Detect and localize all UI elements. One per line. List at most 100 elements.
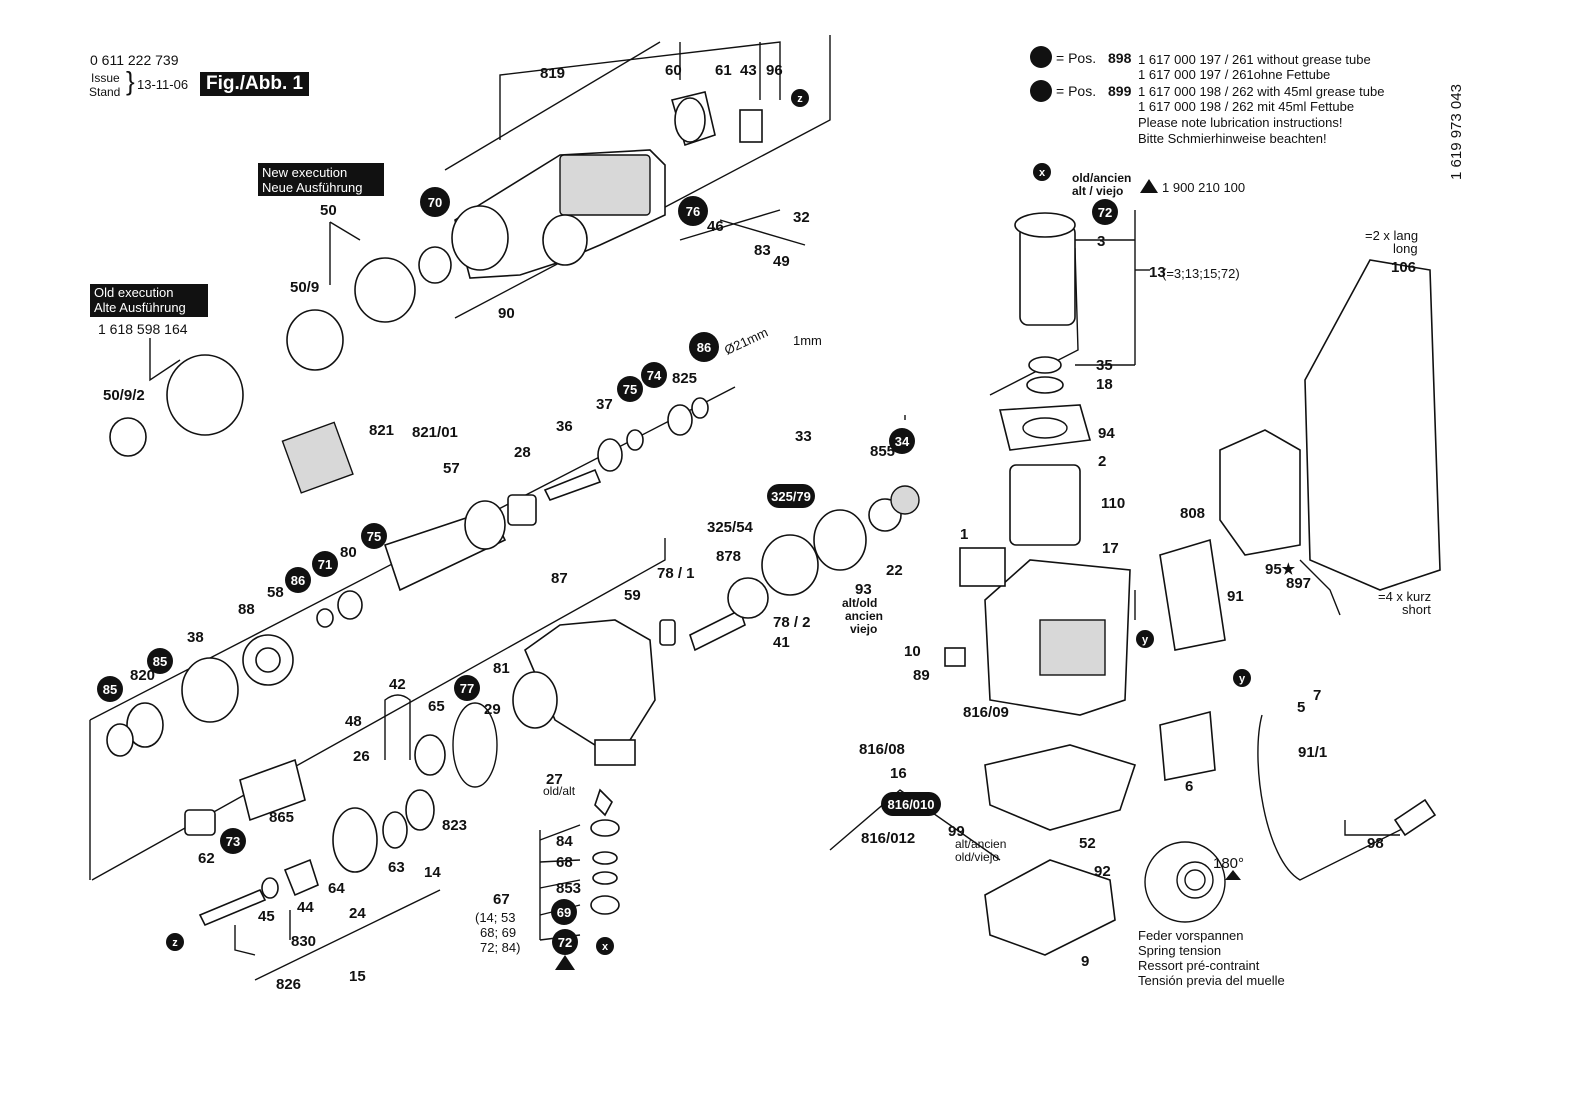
svg-text:y: y [1142,634,1149,646]
badge-label: 86 [285,567,311,593]
part-number-label: 821/01 [412,424,458,441]
part-number-label: 14 [424,864,441,881]
part-number-label: 816/09 [963,704,1009,721]
part-number-label: 50/9 [290,279,319,296]
part-number-label: 49 [773,253,790,270]
eq-3: (=3;13;15;72) [1162,266,1240,281]
part-number-label: 68 [556,854,573,871]
part-number-label: 27 [546,771,563,788]
part-number-label: 89 [913,667,930,684]
part-number-label: 99 [948,823,965,840]
part-number-label: 38 [187,629,204,646]
new-execution-de: Neue Ausführung [262,180,362,195]
part-number-label: 13 [1149,264,1166,281]
issue-date: 13-11-06 [137,77,189,92]
part-number-label: 32 [793,209,810,226]
part-number-label: 57 [443,460,460,477]
part-number-label: 820 [130,667,155,684]
svg-text:77: 77 [460,681,474,696]
svg-text:z: z [797,93,803,105]
badge-label: 85 [97,676,123,702]
part-number-label: 98 [1367,835,1384,852]
spring-note: Ressort pré-contraint [1138,958,1260,973]
part-number-label: 865 [269,809,294,826]
marker-x-icon: x [1033,163,1051,181]
legend-pos-label: = Pos. [1056,50,1097,66]
part-number-label: 855 [870,443,895,460]
part-number-label: 3 [1097,233,1105,250]
part-number-label: 84 [556,833,573,850]
part-number-label: 816/08 [859,741,905,758]
part-number-label: 9 [1081,953,1089,970]
legend-line: 1 617 000 198 / 262 with 45ml grease tub… [1138,84,1385,99]
part-number-label: 52 [1079,835,1096,852]
svg-text:86: 86 [291,573,305,588]
badge-label: 75 [361,523,387,549]
part-number-label: 59 [624,587,641,604]
svg-text:85: 85 [103,682,117,697]
part-number-label: 93 [855,581,872,598]
badge-label: 73 [220,828,246,854]
part-number-label: 816/012 [861,830,915,847]
marker-z-icon: z [791,89,809,107]
new-execution-en: New execution [262,165,347,180]
part-number-label: 87 [551,570,568,587]
legend-line: 1 617 000 197 / 261 without grease tube [1138,52,1371,67]
svg-text:y: y [1239,673,1246,685]
badge-label: 816/010 [881,792,941,816]
part-number-label: 325/54 [707,519,754,536]
svg-text:72: 72 [558,935,572,950]
svg-text:86: 86 [697,340,711,355]
group-53: (14; 53 [475,910,515,925]
issue-brace: } [126,66,135,96]
part-number-label: 67 [493,891,510,908]
part-number-label: 808 [1180,505,1205,522]
triangle-icon [1140,179,1158,193]
svg-text:69: 69 [557,905,571,920]
lang-2x-2: long [1393,241,1418,256]
legend-pos-label: = Pos. [1056,83,1097,99]
part-number-label: 58 [267,584,284,601]
marker-x-icon: x [596,937,614,955]
old-execution-de: Alte Ausführung [94,300,186,315]
legend-note: Bitte Schmierhinweise beachten! [1138,131,1327,146]
doc-number: 0 611 222 739 [90,52,179,68]
part-number-label: 95★ [1265,561,1296,578]
part-number-label: 96 [766,62,783,79]
part-number-label: 17 [1102,540,1119,557]
old-execution-en: Old execution [94,285,174,300]
svg-text:70: 70 [428,195,442,210]
part-number-label: 897 [1286,575,1311,592]
part-number-label: 10 [904,643,921,660]
svg-text:71: 71 [318,557,332,572]
kurz-4x-1: =4 x kurz [1378,589,1431,604]
part-number-label: 63 [388,859,405,876]
svg-text:816/010: 816/010 [888,797,935,812]
badge-label: 34 [889,428,915,454]
marker-y-icon: y [1136,630,1154,648]
old-ancien-partno: 1 900 210 100 [1162,180,1245,195]
badge-label: 325/79 [767,484,815,508]
svg-text:x: x [602,941,609,953]
legend-pos-num: 898 [1108,50,1132,66]
part-number-label: 88 [238,601,255,618]
part-number-label: 46 [707,218,724,235]
part-number-label: 45 [258,908,275,925]
part-number-label: 80 [340,544,357,561]
alt-old-1: alt/old [842,596,877,610]
old-ancien-1: old/ancien [1072,171,1131,185]
part-number-label: 15 [349,968,366,985]
part-number-label: 50 [320,202,337,219]
part-number-label: 35 [1096,357,1113,374]
new-execution-box [258,163,384,196]
part-number-label: 64 [328,880,345,897]
part-number-label: 81 [493,660,510,677]
part-number-label: 65 [428,698,445,715]
badge-label: 71 [312,551,338,577]
spring-note: Spring tension [1138,943,1222,958]
part-number-label: 78 / 1 [657,565,695,582]
part-number-label: 92 [1094,863,1111,880]
part-number-label: 18 [1096,376,1113,393]
